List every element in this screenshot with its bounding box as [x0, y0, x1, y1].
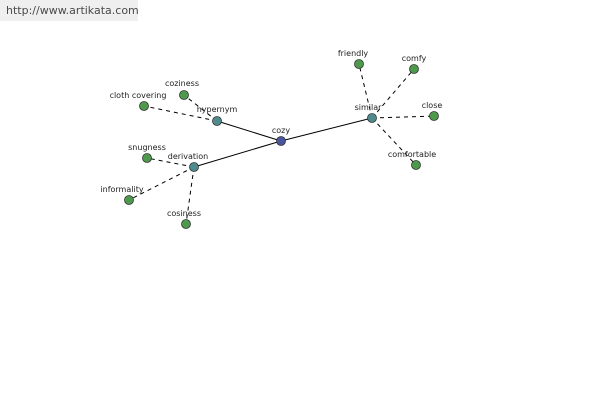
leaf-label-coziness: coziness: [165, 79, 199, 88]
relation-node-derivation[interactable]: [189, 162, 199, 172]
edge-cozy-hypernym: [216, 120, 282, 142]
graph-edges: [128, 63, 435, 225]
leaf-label-friendly: friendly: [338, 49, 369, 58]
edge-cozy-similar: [280, 117, 373, 142]
leaf-node-cloth-covering[interactable]: [139, 101, 149, 111]
leaf-node-comfy[interactable]: [409, 64, 419, 74]
leaf-label-snugness: snugness: [128, 143, 166, 152]
leaf-label-cosiness: cosiness: [167, 209, 201, 218]
leaf-label-cloth-covering: cloth covering: [110, 91, 167, 100]
leaf-node-friendly[interactable]: [354, 59, 364, 69]
edge-derivation-cosiness: [185, 166, 195, 225]
leaf-label-informality: informality: [100, 185, 143, 194]
edge-cozy-derivation: [193, 140, 282, 168]
root-label-cozy: cozy: [272, 126, 290, 135]
edge-hypernym-coziness: [183, 94, 218, 122]
edge-derivation-informality: [128, 166, 195, 201]
leaf-node-informality[interactable]: [124, 195, 134, 205]
graph-labels: coziness cloth covering snugness informalit…: [100, 49, 442, 218]
relation-label-hypernym: hypernym: [197, 105, 238, 114]
leaf-node-close[interactable]: [429, 111, 439, 121]
leaf-node-coziness[interactable]: [179, 90, 189, 100]
relation-label-similar: similar: [355, 103, 383, 112]
leaf-node-cosiness[interactable]: [181, 219, 191, 229]
relation-node-hypernym[interactable]: [212, 116, 222, 126]
root-node-cozy[interactable]: [276, 136, 286, 146]
relation-label-derivation: derivation: [168, 152, 208, 161]
edge-similar-friendly: [358, 63, 373, 119]
leaf-node-snugness[interactable]: [142, 153, 152, 163]
leaf-label-comfy: comfy: [402, 54, 427, 63]
source-link[interactable]: http://www.artikata.com: [0, 0, 139, 21]
edge-similar-comfy: [371, 68, 415, 119]
edge-similar-close: [371, 115, 435, 119]
leaf-label-close: close: [422, 101, 443, 110]
leaf-node-comfortable[interactable]: [411, 160, 421, 170]
graph-nodes: [124, 59, 439, 229]
relation-node-similar[interactable]: [367, 113, 377, 123]
edge-similar-comfortable: [371, 117, 417, 166]
leaf-label-comfortable: comfortable: [388, 150, 436, 159]
